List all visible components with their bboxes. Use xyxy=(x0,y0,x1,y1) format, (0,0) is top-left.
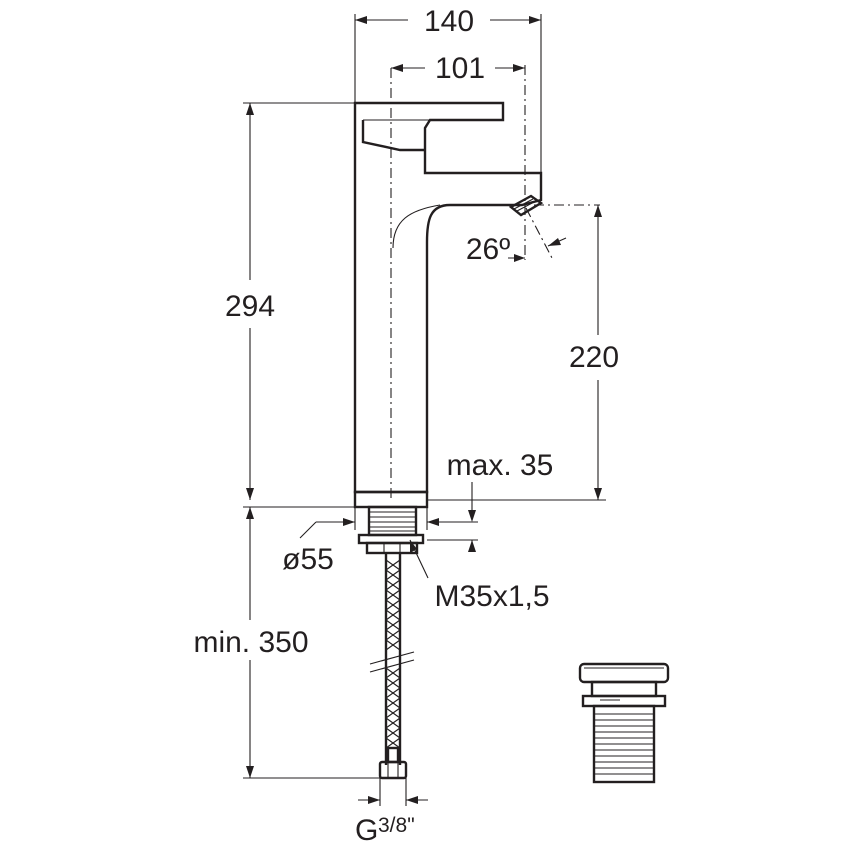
thread-leader xyxy=(409,539,429,579)
dimension-angle xyxy=(508,237,567,262)
dimension-diameter xyxy=(299,507,448,539)
label-101: 101 xyxy=(435,52,485,85)
label-thread: M35x1,5 xyxy=(434,580,549,613)
faucet-body xyxy=(353,101,544,494)
label-max35: max. 35 xyxy=(447,449,554,482)
label-connection-prefix: G xyxy=(355,814,378,845)
label-220: 220 xyxy=(569,341,619,374)
braided-hose xyxy=(369,553,415,780)
dimension-101 xyxy=(391,64,525,72)
dimension-max35 xyxy=(427,482,478,552)
popup-waste-drawing xyxy=(578,662,670,784)
dimension-220 xyxy=(427,205,606,501)
dimension-294 xyxy=(243,102,355,508)
label-connection-size: 3/8" xyxy=(378,814,415,837)
label-min350: min. 350 xyxy=(193,626,308,659)
spray-angle-line xyxy=(525,207,553,259)
label-140: 140 xyxy=(424,5,474,38)
label-294: 294 xyxy=(225,290,275,323)
label-diameter: ø55 xyxy=(282,543,334,576)
dimension-140 xyxy=(354,14,542,173)
label-26-degrees: 26º xyxy=(466,233,510,266)
dimension-min350 xyxy=(243,507,380,779)
dimension-connection xyxy=(358,778,428,806)
base-assembly xyxy=(353,490,429,555)
